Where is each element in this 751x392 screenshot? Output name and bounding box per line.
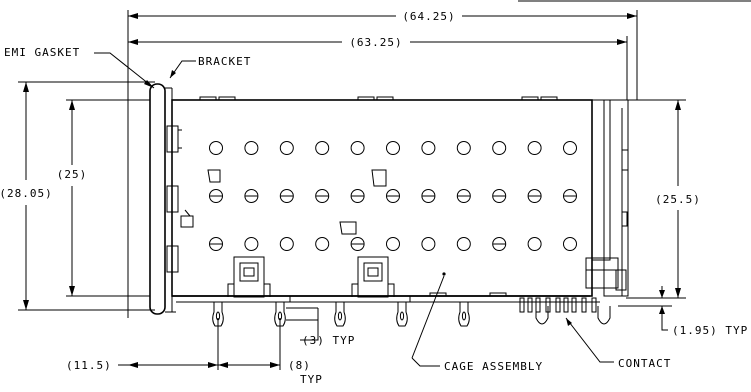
- press-fit-pin: [396, 302, 408, 327]
- vent-hole: [279, 141, 294, 155]
- dim-right-height-label: (25.5): [655, 193, 701, 206]
- vent-hole: [563, 141, 577, 155]
- vent-hole: [244, 141, 259, 155]
- vent-hole: [350, 141, 365, 155]
- vent-hole: [456, 141, 471, 155]
- contact-pin: [535, 297, 541, 313]
- dim-contact-offset: (1.95) TYP: [618, 286, 748, 337]
- press-fit-pin: [334, 302, 346, 327]
- callout-bracket: BRACKET: [169, 55, 251, 79]
- vent-hole: [421, 237, 436, 251]
- alignment-post: [535, 306, 549, 325]
- rear-housing: [585, 99, 629, 297]
- vent-hole: [456, 237, 471, 251]
- vent-hole: [315, 141, 330, 155]
- vent-hole: [315, 237, 330, 251]
- bracket: [165, 87, 194, 313]
- contact-pin: [563, 297, 569, 313]
- press-fit-pin: [458, 302, 470, 327]
- cage-assembly-label: CAGE ASSEMBLY: [444, 360, 543, 373]
- vent-hole: [244, 237, 259, 251]
- emi-gasket: [149, 83, 166, 315]
- dim-pin-gap-label: (3) TYP: [302, 334, 355, 347]
- dim-overall-length: (64.25): [127, 10, 638, 318]
- contact-pin: [591, 297, 597, 313]
- dim-right-height: (25.5): [622, 99, 701, 299]
- contact-pin: [527, 297, 533, 313]
- vent-hole: [421, 141, 436, 155]
- vent-hole: [279, 237, 294, 251]
- callout-contact: CONTACT: [565, 317, 671, 370]
- cage-bottom-rail: [172, 292, 600, 303]
- latch-window-left: [227, 256, 271, 298]
- dim-overall-height-label: (28.05): [0, 187, 53, 200]
- vent-hole: [209, 141, 223, 155]
- dim-pin-gap: (3) TYP: [286, 307, 355, 347]
- emi-gasket-label: EMI GASKET: [4, 46, 80, 59]
- dim-contact-offset-label: (1.95) TYP: [672, 324, 748, 337]
- callout-cage-assembly: CAGE ASSEMBLY: [411, 275, 543, 373]
- dim-inner-height-label: (25): [57, 168, 88, 181]
- vent-hole: [386, 141, 400, 155]
- dim-overall-height: (28.05): [0, 81, 155, 311]
- press-fit-pin-eye: [399, 311, 405, 321]
- vent-hole: [527, 237, 542, 251]
- contact-pins: [519, 297, 611, 325]
- contact-pin: [581, 297, 587, 313]
- vent-hole: [492, 141, 507, 155]
- press-fit-pin-eye: [337, 311, 343, 321]
- press-fit-pins: [212, 302, 470, 327]
- latch-window-right: [351, 256, 395, 298]
- dim-pin-pitch-label: (8): [288, 359, 311, 372]
- contact-pin: [555, 297, 561, 313]
- alignment-post: [597, 306, 611, 325]
- vent-hole: [563, 237, 577, 251]
- press-fit-pin-eye: [461, 311, 467, 321]
- bracket-label: BRACKET: [198, 55, 251, 68]
- dim-pin-pitch-typ-label: TYP: [300, 373, 323, 386]
- dim-cage-length-label: (63.25): [349, 36, 402, 49]
- dim-cage-length: (63.25): [128, 36, 628, 100]
- contact-label: CONTACT: [618, 357, 671, 370]
- dim-inner-height: (25): [57, 99, 150, 297]
- dim-front-offset-label: (11.5): [66, 359, 112, 372]
- dim-bottom: (11.5) (8) TYP: [66, 318, 323, 386]
- dim-overall-length-label: (64.25): [402, 10, 455, 23]
- vent-hole: [386, 237, 400, 251]
- contact-pin: [571, 297, 577, 313]
- vent-hole-grid: [209, 141, 577, 251]
- contact-pin: [519, 297, 525, 313]
- vent-hole: [527, 141, 542, 155]
